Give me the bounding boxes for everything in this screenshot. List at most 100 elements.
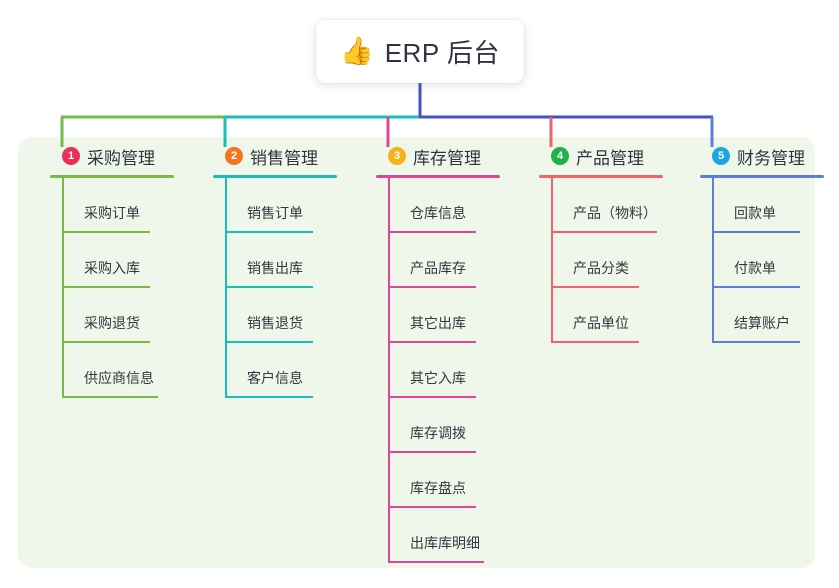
leaf-underline: [551, 286, 639, 288]
branch-column-1: 1 采购管理采购订单采购入库采购退货供应商信息: [40, 137, 200, 398]
leaf-underline: [62, 231, 150, 233]
leaf-underline: [225, 396, 313, 398]
leaf-node[interactable]: 供应商信息: [62, 343, 200, 398]
branch-badge-3: 3: [388, 147, 406, 165]
leaf-label: 付款单: [734, 260, 776, 276]
leaf-underline: [225, 286, 313, 288]
leaf-label: 采购入库: [84, 260, 140, 276]
leaf-label: 其它入库: [410, 370, 466, 386]
leaf-underline: [712, 286, 800, 288]
leaf-node[interactable]: 回款单: [712, 178, 839, 233]
branch-badge-2: 2: [225, 147, 243, 165]
leaf-label: 结算账户: [734, 315, 790, 331]
branch-badge-1: 1: [62, 147, 80, 165]
leaf-node[interactable]: 产品单位: [551, 288, 689, 343]
leaf-node[interactable]: 产品库存: [388, 233, 526, 288]
leaf-node[interactable]: 付款单: [712, 233, 839, 288]
leaf-label: 产品单位: [573, 315, 629, 331]
leaf-node[interactable]: 销售退货: [225, 288, 363, 343]
leaf-node[interactable]: 其它入库: [388, 343, 526, 398]
leaf-label: 销售退货: [247, 315, 303, 331]
branch-spine-4: [551, 178, 553, 343]
leaf-underline: [62, 341, 150, 343]
leaf-label: 库存调拨: [410, 425, 466, 441]
branch-header-5[interactable]: 5 财务管理: [690, 137, 839, 175]
branch-spine-3: [388, 178, 390, 563]
leaf-label: 仓库信息: [410, 205, 466, 221]
leaf-label: 产品库存: [410, 260, 466, 276]
leaf-node[interactable]: 出库库明细: [388, 508, 526, 563]
leaf-label: 供应商信息: [84, 370, 154, 386]
leaf-label: 回款单: [734, 205, 776, 221]
leaf-label: 出库库明细: [410, 535, 480, 551]
branch-header-2[interactable]: 2 销售管理: [203, 137, 363, 175]
branch-children-3: 仓库信息产品库存其它出库其它入库库存调拨库存盘点出库库明细: [388, 178, 526, 563]
leaf-node[interactable]: 产品（物料）: [551, 178, 689, 233]
leaf-node[interactable]: 结算账户: [712, 288, 839, 343]
branch-header-1[interactable]: 1 采购管理: [40, 137, 200, 175]
leaf-label: 产品（物料）: [573, 205, 657, 221]
leaf-node[interactable]: 销售订单: [225, 178, 363, 233]
leaf-underline: [551, 341, 639, 343]
leaf-label: 产品分类: [573, 260, 629, 276]
branch-children-2: 销售订单销售出库销售退货客户信息: [225, 178, 363, 398]
branch-underline-4: [539, 175, 663, 178]
branch-spine-1: [62, 178, 64, 398]
branch-title-5: 财务管理: [737, 148, 805, 168]
leaf-node[interactable]: 采购入库: [62, 233, 200, 288]
leaf-label: 其它出库: [410, 315, 466, 331]
leaf-node[interactable]: 仓库信息: [388, 178, 526, 233]
leaf-underline: [551, 231, 657, 233]
leaf-node[interactable]: 库存调拨: [388, 398, 526, 453]
branch-columns: 1 采购管理采购订单采购入库采购退货供应商信息 2 销售管理销售订单销售出库销售退货客…: [18, 137, 824, 568]
branch-title-1: 采购管理: [87, 148, 155, 168]
leaf-label: 销售出库: [247, 260, 303, 276]
leaf-node[interactable]: 销售出库: [225, 233, 363, 288]
branch-column-2: 2 销售管理销售订单销售出库销售退货客户信息: [203, 137, 363, 398]
leaf-underline: [62, 286, 150, 288]
branch-spine-5: [712, 178, 714, 343]
leaf-underline: [225, 341, 313, 343]
leaf-label: 销售订单: [247, 205, 303, 221]
leaf-underline: [388, 451, 476, 453]
branch-badge-4: 4: [551, 147, 569, 165]
leaf-node[interactable]: 其它出库: [388, 288, 526, 343]
branch-title-2: 销售管理: [250, 148, 318, 168]
leaf-node[interactable]: 产品分类: [551, 233, 689, 288]
branch-underline-1: [50, 175, 174, 178]
branch-header-3[interactable]: 3 库存管理: [366, 137, 526, 175]
leaf-underline: [388, 561, 484, 563]
branch-title-3: 库存管理: [413, 148, 481, 168]
branch-children-1: 采购订单采购入库采购退货供应商信息: [62, 178, 200, 398]
branch-underline-3: [376, 175, 500, 178]
branches-panel: [18, 137, 815, 568]
branch-spine-2: [225, 178, 227, 398]
branch-column-5: 5 财务管理回款单付款单结算账户: [690, 137, 839, 343]
leaf-node[interactable]: 采购退货: [62, 288, 200, 343]
leaf-node[interactable]: 客户信息: [225, 343, 363, 398]
leaf-underline: [388, 341, 476, 343]
branch-underline-5: [700, 175, 824, 178]
leaf-underline: [388, 286, 476, 288]
leaf-label: 客户信息: [247, 370, 303, 386]
leaf-underline: [388, 231, 476, 233]
leaf-underline: [712, 231, 800, 233]
leaf-underline: [388, 506, 476, 508]
leaf-label: 采购退货: [84, 315, 140, 331]
root-title: ERP 后台: [384, 38, 500, 68]
leaf-underline: [225, 231, 313, 233]
leaf-label: 采购订单: [84, 205, 140, 221]
thumbs-up-icon: 👍: [340, 36, 374, 67]
leaf-underline: [712, 341, 800, 343]
leaf-node[interactable]: 采购订单: [62, 178, 200, 233]
leaf-node[interactable]: 库存盘点: [388, 453, 526, 508]
branch-children-5: 回款单付款单结算账户: [712, 178, 839, 343]
root-node[interactable]: 👍 ERP 后台: [316, 20, 524, 83]
leaf-underline: [62, 396, 158, 398]
branch-badge-5: 5: [712, 147, 730, 165]
leaf-label: 库存盘点: [410, 480, 466, 496]
branch-underline-2: [213, 175, 337, 178]
